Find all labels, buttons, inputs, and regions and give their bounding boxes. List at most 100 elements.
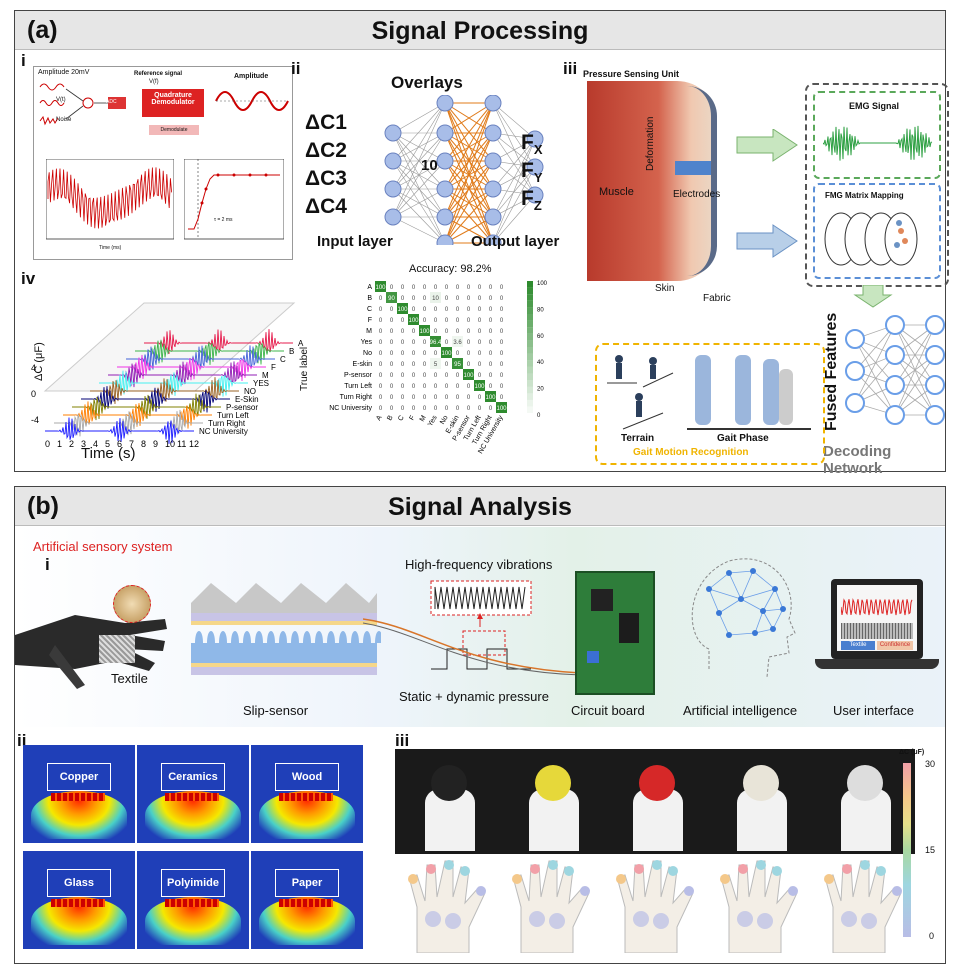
cm-col-label: M	[419, 414, 428, 423]
cm-value: 0	[434, 373, 438, 379]
trace-f	[117, 354, 266, 382]
cm-value: 0	[467, 318, 471, 324]
cm-cell	[386, 391, 397, 402]
cm-cell	[496, 281, 507, 292]
cm-cell	[496, 303, 507, 314]
cm-value: 0	[423, 285, 427, 291]
cm-cell	[430, 292, 441, 303]
cm-cell	[430, 281, 441, 292]
cm-cell	[463, 314, 474, 325]
cm-value: 0	[500, 384, 504, 390]
cm-cell	[419, 380, 430, 391]
nn-node	[436, 208, 454, 226]
cm-row-label: A	[367, 284, 372, 291]
muscle-label: Muscle	[599, 186, 634, 198]
nn-node	[526, 158, 544, 176]
cm-cell	[463, 303, 474, 314]
cm-cell	[397, 402, 408, 413]
cm-value: 100	[474, 384, 485, 390]
cm-cell	[408, 402, 419, 413]
cm-col-label: Yes	[427, 414, 439, 428]
cm-value: 100	[496, 406, 507, 412]
cm-colorbar-tick: 0	[537, 413, 541, 419]
material-label: Paper	[275, 869, 339, 897]
panel-a-header: (a) Signal Processing	[15, 11, 945, 50]
cm-cell	[430, 358, 441, 369]
material-tile: Glass	[23, 851, 135, 949]
fmg-label: FMG Matrix Mapping	[825, 191, 904, 200]
brain-node	[770, 626, 776, 632]
cm-cell	[375, 292, 386, 303]
cm-cell	[419, 358, 430, 369]
cm-value: 0	[456, 395, 460, 401]
output-sine	[215, 91, 289, 111]
deformation-label: Deformation	[645, 116, 656, 171]
cm-value: 0	[412, 296, 416, 302]
reference-label: Reference signal	[134, 71, 183, 77]
waterfall-y-label: ΔC (μF)	[33, 342, 45, 381]
material-label: Polyimide	[161, 869, 225, 897]
cm-col-label: B	[386, 414, 395, 422]
cm-row-label: Turn Right	[340, 394, 372, 401]
cm-value: 0	[500, 318, 504, 324]
decoder-node	[845, 361, 865, 381]
cm-value: 0	[445, 362, 449, 368]
cm-cell	[408, 303, 419, 314]
trace-a	[144, 329, 293, 355]
cm-value: 0	[445, 285, 449, 291]
cm-value: 0	[500, 307, 504, 313]
cm-value: 0	[467, 285, 471, 291]
cm-cell	[485, 314, 496, 325]
cm-value: 0	[379, 307, 383, 313]
cm-value: 0	[500, 373, 504, 379]
waterfall-x-tick: 4	[93, 439, 98, 449]
artificial-sensory-label: Artificial sensory system	[33, 539, 173, 554]
electrode-strip	[165, 793, 219, 801]
input-dc3: ΔC3	[305, 167, 347, 190]
nn-node	[526, 186, 544, 204]
waterfall-row-label: M	[262, 371, 269, 380]
cm-cell	[485, 391, 496, 402]
cm-value: 0	[401, 406, 405, 412]
cm-cell	[474, 336, 485, 347]
cm-value: 0	[445, 340, 449, 346]
trace-c	[126, 345, 275, 371]
cm-cell	[496, 347, 507, 358]
cm-cell	[496, 402, 507, 413]
cm-value: 0	[489, 285, 493, 291]
panel-a-title: Signal Processing	[371, 17, 589, 45]
cm-cell	[452, 325, 463, 336]
cm-value: 0	[379, 406, 383, 412]
cm-value: 0	[489, 318, 493, 324]
fused-features-label: Fused Features	[823, 312, 840, 431]
panel-a-label: (a)	[27, 16, 58, 44]
cm-row-label: P-sensor	[344, 372, 373, 379]
cm-cell	[386, 292, 397, 303]
waterfall-x-tick: 8	[141, 439, 146, 449]
cm-cell	[375, 303, 386, 314]
cm-cell	[430, 303, 441, 314]
cm-cell	[408, 292, 419, 303]
cm-cell	[375, 402, 386, 413]
cm-row-label: E-skin	[353, 361, 373, 368]
cm-cell	[485, 369, 496, 380]
cm-value: 0	[423, 307, 427, 313]
cm-col-label: No	[439, 414, 450, 425]
nn-node	[384, 180, 402, 198]
cm-cell	[485, 281, 496, 292]
waterfall-row-label: Turn Right	[208, 419, 246, 428]
brain-node	[772, 586, 778, 592]
output-fy: FY	[521, 159, 543, 186]
textile-label: Textile	[111, 671, 148, 686]
cm-value: 0	[434, 351, 438, 357]
cm-cell	[430, 336, 441, 347]
trace-nc-university	[45, 417, 194, 444]
slip-sensor-label: Slip-sensor	[243, 703, 309, 718]
brain-node	[780, 606, 786, 612]
trace-p-sensor	[72, 393, 221, 421]
cm-value: 0	[390, 351, 394, 357]
cm-cell	[386, 281, 397, 292]
panel-b-label: (b)	[27, 492, 59, 520]
down-arrow	[853, 285, 893, 308]
cm-colorbar-tick: 40	[537, 360, 544, 366]
